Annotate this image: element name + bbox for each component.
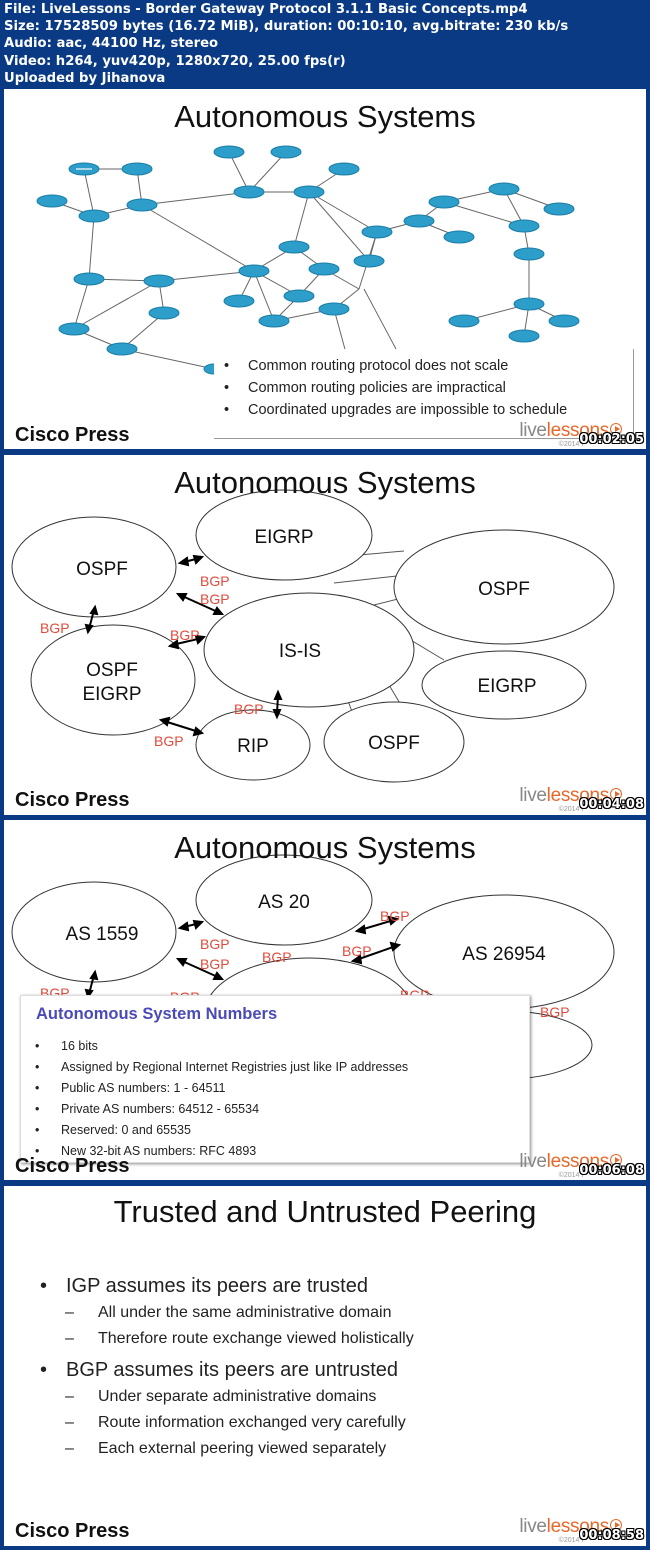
play-icon	[610, 1154, 622, 1166]
copyright: ©2014 P	[558, 806, 586, 813]
play-icon	[610, 423, 622, 435]
domain-labels: OSPF EIGRP OSPF OSPF EIGRP IS-IS EIGRP R…	[76, 527, 536, 757]
callout-item: Common routing policies are impractical	[224, 377, 567, 399]
sub-bullet: Therefore route exchange viewed holistic…	[40, 1326, 414, 1352]
cisco-press-logo: Cisco Press	[15, 1520, 130, 1542]
overlay-item: 16 bits	[35, 1036, 408, 1057]
bgp-label: BGP	[200, 573, 230, 589]
sub-bullet: Each external peering viewed separately	[40, 1436, 414, 1462]
as-numbers-overlay: Autonomous System Numbers 16 bits Assign…	[20, 995, 530, 1163]
peering-bullets: IGP assumes its peers are trusted All un…	[40, 1272, 414, 1462]
slide-title: Autonomous Systems	[174, 99, 476, 134]
cisco-press-logo: Cisco Press	[15, 789, 130, 811]
eigrp-label: EIGRP	[254, 527, 313, 548]
callout-item: Common routing protocol does not scale	[224, 355, 567, 377]
bgp-labels: BGP BGP BGP BGP BGP BGP	[40, 573, 264, 749]
timestamp: 00:04:08	[579, 797, 644, 812]
bgp-label: BGP	[262, 949, 292, 965]
as-20-label: AS 20	[258, 892, 310, 913]
video-line: Video: h264, yuv420p, 1280x720, 25.00 fp…	[4, 53, 346, 69]
overlay-item: Private AS numbers: 64512 - 65534	[35, 1099, 408, 1120]
as-1559-label: AS 1559	[66, 924, 139, 945]
eigrp-label: EIGRP	[82, 684, 141, 705]
logo-lessons: lessons	[546, 1151, 610, 1172]
cisco-press-logo: Cisco Press	[15, 1155, 130, 1177]
slide-title: Autonomous Systems	[174, 830, 476, 865]
logo-lessons: lessons	[546, 420, 610, 441]
file-name-line: File: LiveLessons - Border Gateway Proto…	[4, 2, 528, 17]
file-info-header: File: LiveLessons - Border Gateway Proto…	[0, 0, 650, 87]
logo-lessons: lessons	[546, 785, 610, 806]
bgp-label: BGP	[380, 908, 410, 924]
file-size-line: Size: 17528509 bytes (16.72 MiB), durati…	[4, 19, 569, 35]
eigrp-label: EIGRP	[477, 676, 536, 697]
callout-item: Coordinated upgrades are impossible to s…	[224, 399, 567, 421]
as-labels: AS 1559 AS 20 AS 26954	[66, 892, 547, 965]
bgp-label: BGP	[200, 956, 230, 972]
audio-line: Audio: aac, 44100 Hz, stereo	[4, 36, 219, 52]
bullet-bgp: BGP assumes its peers are untrusted	[40, 1356, 414, 1384]
ospf-label: OSPF	[86, 660, 138, 681]
protocol-domains-diagram: BGP BGP BGP BGP BGP BGP OSPF EIGRP OSPF …	[11, 489, 615, 783]
rip-label: RIP	[237, 736, 269, 757]
overlay-item: Assigned by Regional Internet Registries…	[35, 1057, 408, 1078]
ospf-label: OSPF	[478, 579, 530, 600]
logo-live: live	[519, 1516, 547, 1537]
router-network-diagram	[36, 145, 580, 375]
bgp-label: BGP	[342, 943, 372, 959]
livelessons-logo: livelessons	[519, 420, 622, 442]
timestamp: 00:06:08	[579, 1163, 644, 1178]
thumbnail-frame-3: BGP BGP BGP BGP BGP BGP BGP BGP BGP AS 1…	[4, 820, 646, 1180]
overlay-title: Autonomous System Numbers	[36, 1005, 278, 1023]
callout-box: Common routing protocol does not scale C…	[214, 349, 634, 439]
bgp-arrows	[84, 915, 402, 1000]
overlay-item: Public AS numbers: 1 - 64511	[35, 1078, 408, 1099]
domain-ellipses	[11, 489, 615, 783]
slide-title: Autonomous Systems	[174, 465, 476, 500]
logo-live: live	[519, 785, 547, 806]
bullet-igp: IGP assumes its peers are trusted	[40, 1272, 414, 1300]
bgp-label: BGP	[170, 627, 200, 643]
play-icon	[610, 1519, 622, 1531]
sub-bullet: Route information exchanged very careful…	[40, 1410, 414, 1436]
thumbnail-frame-4: Trusted and Untrusted Peering IGP assume…	[4, 1186, 646, 1546]
bgp-arrows	[84, 554, 283, 737]
livelessons-logo: livelessons	[519, 1151, 622, 1173]
bgp-label: BGP	[200, 936, 230, 952]
ospf-label: OSPF	[368, 733, 420, 754]
bgp-label: BGP	[234, 701, 264, 717]
thumbnail-frame-1: Autonomous Systems Common routing protoc…	[4, 89, 646, 449]
logo-live: live	[519, 1151, 547, 1172]
router-icons	[36, 145, 580, 375]
ospf-label: OSPF	[76, 559, 128, 580]
overlay-item: New 32-bit AS numbers: RFC 4893	[35, 1141, 408, 1162]
bgp-label: BGP	[200, 591, 230, 607]
isis-label: IS-IS	[279, 641, 321, 662]
logo-lessons: lessons	[546, 1516, 610, 1537]
copyright: ©2014 P	[558, 1172, 586, 1179]
bgp-label: BGP	[540, 1004, 570, 1020]
play-icon	[610, 788, 622, 800]
overlay-item: Reserved: 0 and 65535	[35, 1120, 408, 1141]
bgp-label: BGP	[154, 733, 184, 749]
logo-live: live	[519, 420, 547, 441]
uploader-line: Uploaded by Jihanova	[4, 70, 166, 86]
copyright: ©2014 P	[558, 441, 586, 448]
sub-bullet: Under separate administrative domains	[40, 1384, 414, 1410]
network-links	[51, 151, 565, 370]
copyright: ©2014 P	[558, 1537, 586, 1544]
timestamp: 00:08:58	[579, 1528, 644, 1543]
thumbnail-frame-2: BGP BGP BGP BGP BGP BGP OSPF EIGRP OSPF …	[4, 455, 646, 815]
timestamp: 00:02:05	[579, 432, 644, 447]
cisco-press-logo: Cisco Press	[15, 424, 130, 446]
sub-bullet: All under the same administrative domain	[40, 1300, 414, 1326]
livelessons-logo: livelessons	[519, 785, 622, 807]
as-26954-label: AS 26954	[462, 944, 546, 965]
slide-title: Trusted and Untrusted Peering	[113, 1194, 537, 1229]
bgp-label: BGP	[40, 620, 70, 636]
livelessons-logo: livelessons	[519, 1516, 622, 1538]
